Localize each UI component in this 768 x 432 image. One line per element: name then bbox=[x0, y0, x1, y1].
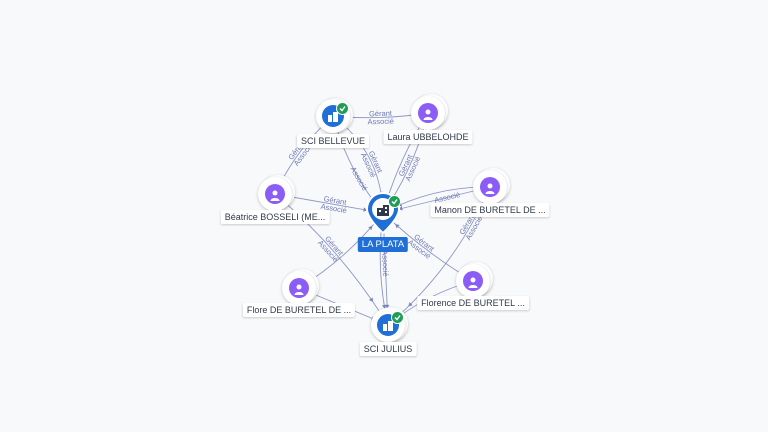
node-label: Florence DE BURETEL ... bbox=[417, 296, 529, 310]
person-icon bbox=[270, 188, 280, 206]
node-label: SCI BELLEVUE bbox=[296, 134, 370, 148]
node-label: LA PLATA bbox=[357, 237, 409, 252]
person-icon bbox=[468, 275, 478, 293]
edge-label-gerant: Gérant bbox=[323, 194, 348, 207]
node-label: Laura UBBELOHDE bbox=[383, 130, 473, 144]
node-label: Flore DE BURETEL DE ... bbox=[242, 303, 356, 317]
building-icon bbox=[376, 203, 390, 221]
node-label: SCI JULIUS bbox=[359, 342, 417, 356]
edge-arrow bbox=[384, 304, 390, 309]
edge-label-associe: Associé bbox=[367, 117, 394, 127]
edge-arrow bbox=[408, 302, 413, 307]
verified-check-icon bbox=[388, 195, 401, 208]
building-icon bbox=[327, 110, 339, 128]
edge-arrow bbox=[381, 304, 387, 309]
node-label: Manon DE BURETEL DE ... bbox=[430, 203, 550, 217]
building-icon bbox=[382, 319, 394, 337]
edge-arrow bbox=[368, 225, 373, 231]
edge-arrow bbox=[395, 224, 400, 229]
node-label: Béatrice BOSSELI (ME... bbox=[220, 210, 330, 224]
edge-arrow bbox=[363, 207, 368, 212]
edge-arrow bbox=[368, 297, 374, 303]
person-icon bbox=[423, 107, 433, 125]
edge-line bbox=[274, 193, 389, 326]
edge-label-associe: Associé bbox=[380, 250, 390, 277]
person-icon bbox=[294, 282, 304, 300]
verified-check-icon bbox=[391, 311, 404, 324]
edge-label-gerant: Gérant bbox=[369, 109, 393, 119]
verified-check-icon bbox=[336, 102, 349, 115]
person-icon bbox=[485, 181, 495, 199]
